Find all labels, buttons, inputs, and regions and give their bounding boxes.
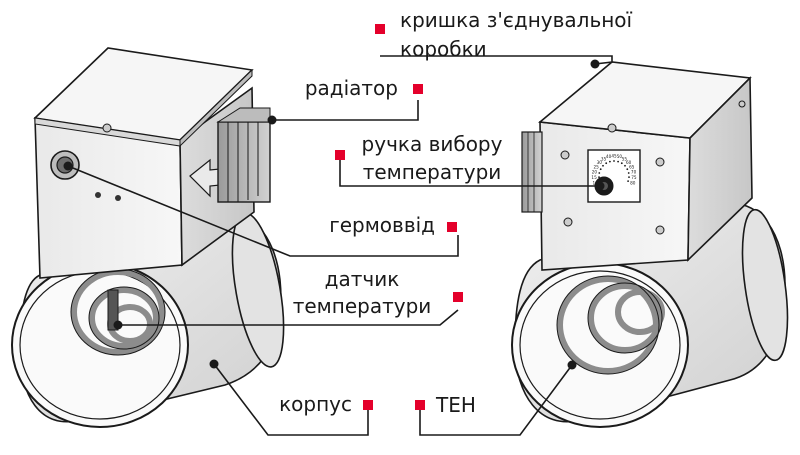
marker-radiator xyxy=(413,84,423,94)
label-temp-sensor: датчик температури xyxy=(292,267,432,318)
dial-tick-mark xyxy=(620,162,623,165)
label-box-cover: кришка з'єднувальної коробки xyxy=(400,8,633,61)
marker-heating-element xyxy=(415,400,425,410)
dial-tick-label: 70 xyxy=(631,170,637,175)
dial-tick-label: 30 xyxy=(597,160,603,165)
dial-tick-label: 65 xyxy=(629,164,635,169)
dial-tick-mark xyxy=(617,160,619,163)
dial-tick-mark xyxy=(613,160,615,162)
marker-temp-knob xyxy=(335,150,345,160)
dial-tick-mark xyxy=(605,162,608,165)
dial-tick-mark xyxy=(602,164,604,167)
marker-sealed-entry xyxy=(447,222,457,232)
right-heater: 101520253035404550556065707580 xyxy=(511,61,789,428)
marker-temp-sensor xyxy=(453,292,463,302)
dial-tick-label: 25 xyxy=(594,164,600,169)
dial-tick-label: 45 xyxy=(611,154,617,159)
dial-tick-mark xyxy=(598,176,600,179)
dial-tick-label: 60 xyxy=(626,160,632,165)
dial-tick-label: 20 xyxy=(592,170,598,175)
label-temp-knob: ручка вибору температури xyxy=(361,132,503,184)
dial-tick-label: 80 xyxy=(630,180,636,185)
marker-housing xyxy=(363,400,373,410)
dial-tick-label: 15 xyxy=(591,175,597,180)
dial-tick-mark xyxy=(599,168,602,171)
leader-lines xyxy=(63,55,613,436)
label-sealed-entry: гермоввід xyxy=(329,213,435,237)
label-housing: корпус xyxy=(279,392,352,416)
dial-tick-mark xyxy=(624,164,626,167)
dial-tick-label: 55 xyxy=(622,156,628,161)
dial-tick-ring: 101520253035404550556065707580 xyxy=(591,154,636,186)
dial-tick-mark xyxy=(626,168,629,171)
dial-tick-mark xyxy=(627,172,630,174)
left-heater xyxy=(11,47,285,428)
left-radiator xyxy=(216,107,271,203)
dial-tick-mark xyxy=(627,180,629,183)
dial-tick-label: 35 xyxy=(601,156,607,161)
temperature-dial: 101520253035404550556065707580 xyxy=(587,149,641,203)
dial-tick-label: 50 xyxy=(617,154,623,159)
dial-tick-mark xyxy=(609,160,611,163)
label-heating-element: ТЕН xyxy=(436,393,476,417)
marker-box-cover xyxy=(375,24,385,34)
dial-tick-mark xyxy=(628,176,630,179)
dial-tick-mark xyxy=(598,172,601,174)
dial-tick-label: 40 xyxy=(606,154,612,159)
dial-tick-label: 75 xyxy=(631,175,637,180)
label-radiator: радіатор xyxy=(304,76,398,100)
